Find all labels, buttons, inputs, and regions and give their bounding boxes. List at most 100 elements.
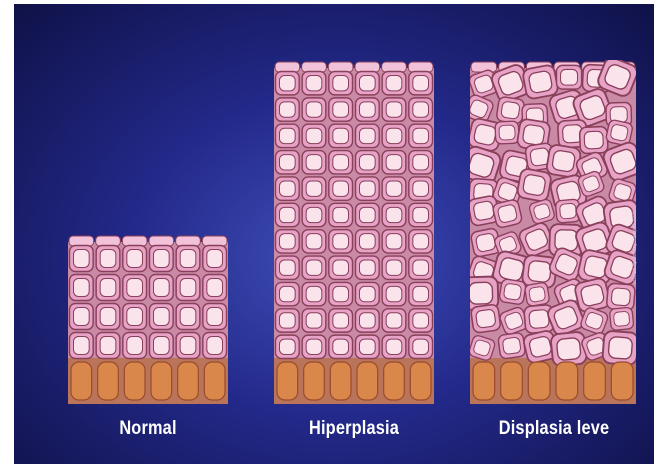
epithelial-cell xyxy=(276,177,300,200)
epithelial-cell xyxy=(176,304,200,330)
basal-cell xyxy=(584,362,606,400)
epithelial-cell xyxy=(70,246,94,272)
epithelial-cell xyxy=(382,203,406,226)
epithelial-cell xyxy=(302,124,326,147)
epithelial-cell xyxy=(496,96,525,124)
epithelial-cell xyxy=(556,65,581,89)
epithelial-cell xyxy=(356,282,380,305)
epithelial-cell xyxy=(203,333,227,359)
epithelial-cell xyxy=(276,203,300,226)
epithelial-cell xyxy=(499,279,527,305)
epithelial-cell xyxy=(356,177,380,200)
epithelial-cell xyxy=(495,121,519,144)
hiperplasia-epithelium xyxy=(274,60,434,404)
epithelial-cell xyxy=(409,335,433,358)
epithelial-cell xyxy=(470,304,501,333)
epithelial-cell xyxy=(382,124,406,147)
epithelial-cell xyxy=(382,230,406,253)
epithelial-cell xyxy=(409,309,433,332)
epithelial-cell xyxy=(329,124,353,147)
epithelial-cell xyxy=(329,177,353,200)
epithelial-cell xyxy=(150,246,174,272)
epithelial-cell xyxy=(70,333,94,359)
epithelial-cell xyxy=(498,332,526,359)
epithelial-cell xyxy=(70,304,94,330)
surface-cell xyxy=(122,236,147,246)
epithelial-cell xyxy=(409,203,433,226)
illustration-background: Normal Hiperplasia Displasia leve artwor… xyxy=(14,4,654,464)
epithelial-cell xyxy=(150,333,174,359)
epithelial-cell xyxy=(302,151,326,174)
epithelial-cell xyxy=(276,256,300,279)
epithelial-cell xyxy=(329,335,353,358)
epithelial-cell xyxy=(276,230,300,253)
basal-cell xyxy=(410,362,431,400)
epithelial-cell xyxy=(382,309,406,332)
epithelial-cell xyxy=(382,256,406,279)
epithelial-cell xyxy=(203,275,227,301)
epithelial-cell xyxy=(302,282,326,305)
epithelial-cell xyxy=(492,199,523,229)
epithelial-cell xyxy=(382,98,406,121)
epithelial-cell xyxy=(276,309,300,332)
epithelial-cell xyxy=(276,335,300,358)
basal-cell xyxy=(178,362,199,400)
surface-cell xyxy=(471,62,497,72)
basal-cell xyxy=(528,362,550,400)
epithelial-cell xyxy=(546,144,582,178)
basal-cell xyxy=(556,362,578,400)
epithelial-cell xyxy=(329,151,353,174)
epithelial-cell xyxy=(96,246,120,272)
epithelial-cell xyxy=(123,333,147,359)
epithelial-cell xyxy=(329,282,353,305)
epithelial-cell xyxy=(382,177,406,200)
label-displasia: Displasia leve xyxy=(477,418,632,440)
epithelial-cell xyxy=(176,246,200,272)
epithelial-cell xyxy=(522,64,559,100)
epithelial-cell xyxy=(329,309,353,332)
surface-cell xyxy=(382,62,407,72)
epithelial-cell xyxy=(329,203,353,226)
epithelial-cell xyxy=(302,203,326,226)
epithelial-cell xyxy=(302,335,326,358)
epithelial-cell xyxy=(302,72,326,95)
epithelial-cell xyxy=(329,98,353,121)
basal-cell xyxy=(98,362,119,400)
surface-cell xyxy=(149,236,174,246)
basal-cell xyxy=(473,362,495,400)
epithelial-cell xyxy=(123,304,147,330)
epithelial-cell xyxy=(409,124,433,147)
epithelial-cell xyxy=(329,230,353,253)
epithelial-cell xyxy=(382,151,406,174)
basal-cell xyxy=(277,362,298,400)
epithelial-cell xyxy=(70,275,94,301)
basal-cell xyxy=(124,362,145,400)
epithelial-cell xyxy=(356,203,380,226)
epithelial-cell xyxy=(302,256,326,279)
epithelial-cell xyxy=(606,283,635,311)
epithelial-cell xyxy=(302,309,326,332)
epithelial-cell xyxy=(276,72,300,95)
epithelial-cell xyxy=(150,275,174,301)
basal-cell xyxy=(501,362,523,400)
epithelial-cell xyxy=(276,282,300,305)
epithelial-cell xyxy=(123,275,147,301)
epithelial-cell xyxy=(356,230,380,253)
label-normal: Normal xyxy=(88,418,208,440)
basal-cell xyxy=(384,362,405,400)
epithelial-cell xyxy=(382,335,406,358)
epithelial-cell xyxy=(302,98,326,121)
epithelial-cell xyxy=(302,177,326,200)
displasia-epithelium xyxy=(470,60,636,404)
surface-cell xyxy=(202,236,227,246)
surface-cell xyxy=(69,236,94,246)
epithelial-cell xyxy=(123,246,147,272)
epithelial-cell xyxy=(96,275,120,301)
epithelial-cell xyxy=(203,304,227,330)
epithelial-cell xyxy=(356,124,380,147)
epithelial-cell xyxy=(409,282,433,305)
epithelial-cell xyxy=(409,256,433,279)
epithelial-cell xyxy=(516,168,552,202)
epithelial-cell xyxy=(409,177,433,200)
displasia-epithelium-drawing xyxy=(470,60,636,404)
